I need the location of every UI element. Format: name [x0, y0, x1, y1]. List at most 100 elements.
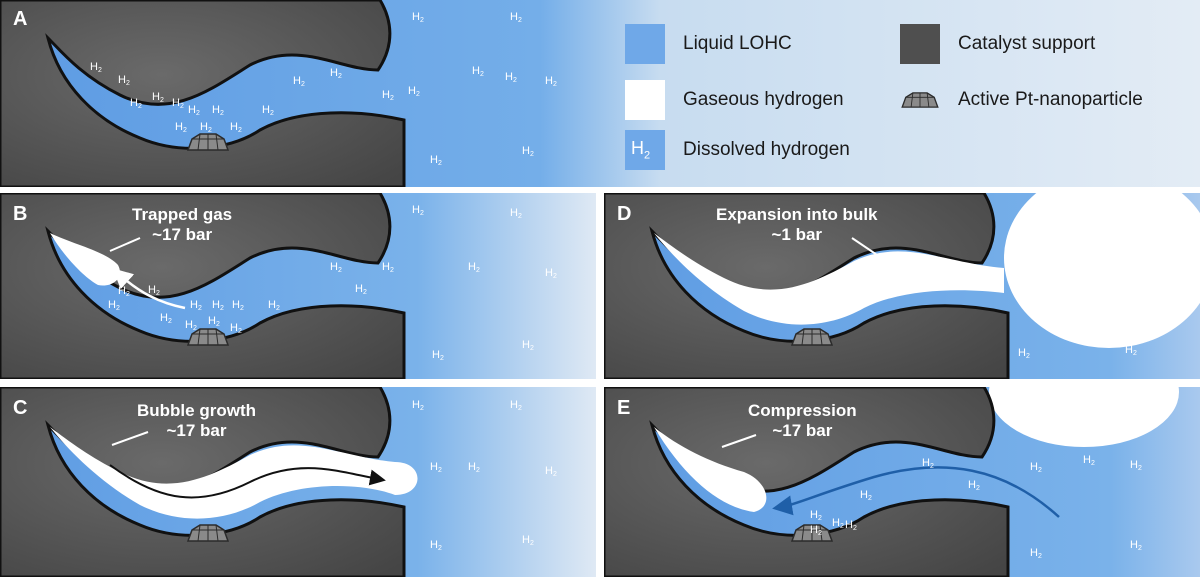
liquid-lohc-swatch	[625, 24, 665, 64]
panel-d: D Expansion into bulk ~1 bar	[604, 193, 1200, 379]
h2-marker: H2	[268, 299, 280, 313]
bulk-gas-bubble	[1004, 193, 1200, 348]
panel-label-c: C	[13, 397, 28, 419]
h2-marker: H2	[108, 299, 120, 313]
h2-marker: H2	[522, 534, 534, 548]
h2-marker: H2	[860, 489, 872, 503]
h2-marker: H2	[922, 457, 934, 471]
h2-marker: H2	[382, 89, 394, 103]
h2-marker: H2	[200, 121, 212, 135]
h2-marker: H2	[1130, 539, 1142, 553]
h2-marker: H2	[1130, 459, 1142, 473]
trapped-gas-bubble	[50, 233, 120, 286]
h2-marker: H2	[545, 75, 557, 89]
h2-marker: H2	[510, 11, 522, 25]
panel-e-drawing	[604, 387, 1200, 577]
h2-marker: H2	[175, 121, 187, 135]
h2-marker: H2	[118, 74, 130, 88]
panel-c-drawing	[0, 387, 596, 577]
h2-marker: H2	[212, 299, 224, 313]
dissolved-hydrogen-swatch: H2	[625, 130, 665, 170]
legend-liquid-lohc: Liquid LOHC	[625, 24, 792, 64]
panel-b-drawing	[0, 193, 596, 379]
h2-marker: H2	[293, 75, 305, 89]
h2-marker: H2	[230, 322, 242, 336]
legend-dissolved-hydrogen: H2 Dissolved hydrogen	[625, 130, 850, 170]
h2-marker: H2	[232, 299, 244, 313]
h2-marker: H2	[1083, 454, 1095, 468]
pt-nanoparticle-icon	[900, 80, 940, 120]
panel-e: E Compression ~17 bar	[604, 387, 1200, 577]
h2-marker: H2	[545, 267, 557, 281]
h2-marker: H2	[430, 539, 442, 553]
growing-bubble	[50, 427, 418, 519]
annotation-compression: Compression ~17 bar	[748, 401, 857, 440]
h2-marker: H2	[430, 154, 442, 168]
h2-marker: H2	[522, 339, 534, 353]
h2-marker: H2	[1158, 283, 1170, 297]
h2-marker: H2	[1030, 461, 1042, 475]
h2-marker: H2	[382, 261, 394, 275]
h2-marker: H2	[330, 261, 342, 275]
gaseous-hydrogen-swatch	[625, 80, 665, 120]
legend-catalyst-support: Catalyst support	[900, 24, 1095, 64]
h2-marker: H2	[832, 517, 844, 531]
legend-active-pt: Active Pt-nanoparticle	[900, 80, 1143, 120]
catalyst-support-swatch	[900, 24, 940, 64]
gas-channel-fill	[654, 233, 1004, 325]
legend-gaseous-hydrogen: Gaseous hydrogen	[625, 80, 844, 120]
h2-marker: H2	[545, 465, 557, 479]
panel-d-drawing	[604, 193, 1200, 379]
h2-marker: H2	[230, 121, 242, 135]
catalyst-support-shape	[0, 0, 406, 187]
h2-marker: H2	[412, 399, 424, 413]
h2-marker: H2	[845, 519, 857, 533]
bulk-gas-bubble	[989, 387, 1179, 447]
h2-marker: H2	[90, 61, 102, 75]
annotation-expansion: Expansion into bulk ~1 bar	[716, 205, 878, 244]
panel-label-b: B	[13, 203, 28, 225]
annotation-bubble-growth: Bubble growth ~17 bar	[137, 401, 256, 440]
h2-marker: H2	[412, 204, 424, 218]
panel-label-d: D	[617, 203, 632, 225]
h2-marker: H2	[432, 349, 444, 363]
h2-marker: H2	[810, 509, 822, 523]
h2-marker: H2	[262, 104, 274, 118]
h2-marker: H2	[185, 319, 197, 333]
h2-marker: H2	[118, 285, 130, 299]
h2-marker: H2	[468, 261, 480, 275]
h2-marker: H2	[1018, 347, 1030, 361]
h2-marker: H2	[355, 283, 367, 297]
annotation-trapped-gas: Trapped gas ~17 bar	[132, 205, 233, 244]
panel-c: C Bubble growth ~17 bar	[0, 387, 596, 577]
h2-marker: H2	[510, 399, 522, 413]
h2-marker: H2	[212, 104, 224, 118]
h2-marker: H2	[505, 71, 517, 85]
h2-marker: H2	[412, 11, 424, 25]
h2-marker: H2	[472, 65, 484, 79]
h2-marker: H2	[510, 207, 522, 221]
h2-marker: H2	[208, 315, 220, 329]
h2-marker: H2	[522, 145, 534, 159]
h2-marker: H2	[810, 524, 822, 538]
panel-b: B Trapped gas ~17 bar	[0, 193, 596, 379]
panel-a-drawing	[0, 0, 1200, 187]
h2-marker: H2	[330, 67, 342, 81]
h2-marker: H2	[1125, 344, 1137, 358]
h2-marker: H2	[148, 284, 160, 298]
panel-label-e: E	[617, 397, 631, 419]
panel-a: A	[0, 0, 1200, 187]
h2-marker: H2	[130, 97, 142, 111]
h2-marker: H2	[968, 479, 980, 493]
h2-marker: H2	[152, 91, 164, 105]
h2-marker: H2	[190, 299, 202, 313]
h2-marker: H2	[468, 461, 480, 475]
h2-marker: H2	[430, 461, 442, 475]
h2-marker: H2	[408, 85, 420, 99]
h2-marker: H2	[188, 104, 200, 118]
h2-marker: H2	[172, 97, 184, 111]
h2-marker: H2	[1030, 547, 1042, 561]
compressed-bubble	[654, 427, 767, 512]
h2-marker: H2	[160, 312, 172, 326]
panel-label-a: A	[13, 8, 28, 30]
